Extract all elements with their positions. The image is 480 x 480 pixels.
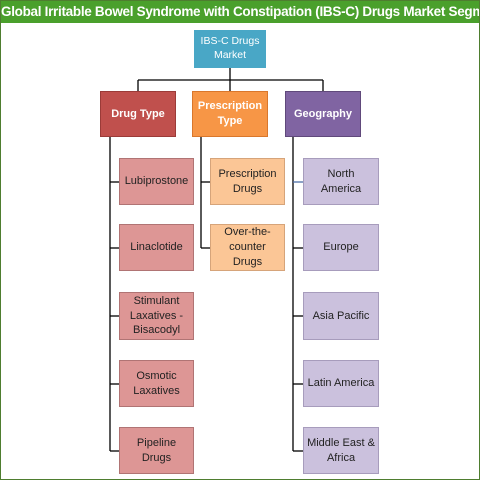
category-geography: Geography xyxy=(285,91,361,137)
root-node-ibs-c-drugs-market: IBS-C Drugs Market xyxy=(194,30,266,68)
drug-type-item: Lubiprostone xyxy=(119,158,194,205)
geography-item: Latin America xyxy=(303,360,379,407)
drug-type-item: Linaclotide xyxy=(119,224,194,271)
category-prescription-type: Prescription Type xyxy=(192,91,268,137)
category-prescription-type-label: Prescription Type xyxy=(197,100,263,127)
geography-item: Europe xyxy=(303,224,379,271)
category-drug-type-label: Drug Type xyxy=(111,107,165,120)
item-line: Over-the-counter xyxy=(224,226,271,254)
drug-type-item: Stimulant Laxatives - Bisacodyl xyxy=(119,292,194,340)
category-drug-type: Drug Type xyxy=(100,91,176,137)
item-line: Latin America xyxy=(307,377,375,390)
item-line: North America xyxy=(320,167,362,195)
item-line: Middle East & xyxy=(307,436,375,449)
root-line-1: IBS-C Drugs xyxy=(200,35,260,48)
item-line: Pipeline Drugs xyxy=(136,436,177,464)
diagram-title: Global Irritable Bowel Syndrome with Con… xyxy=(1,1,479,23)
category-geography-label: Geography xyxy=(293,107,353,120)
item-line: Bisacodyl xyxy=(132,324,181,337)
geography-item: Asia Pacific xyxy=(303,292,379,340)
root-line-2: Market xyxy=(213,49,247,61)
geography-item: Middle East & Africa xyxy=(303,427,379,474)
item-line: Africa xyxy=(326,451,356,464)
prescription-type-item: Prescription Drugs xyxy=(210,158,285,205)
prescription-type-item: Over-the-counter Drugs xyxy=(210,224,285,271)
item-line: Prescription xyxy=(218,167,277,180)
item-line: Europe xyxy=(323,241,359,254)
item-line: Laxatives xyxy=(133,384,180,397)
drug-type-item: Osmotic Laxatives xyxy=(119,360,194,407)
item-line: Linaclotide xyxy=(130,241,183,254)
item-line: Lubiprostone xyxy=(124,175,189,188)
item-line: Stimulant xyxy=(133,294,180,307)
drug-type-item: Pipeline Drugs xyxy=(119,427,194,474)
item-line: Drugs xyxy=(232,182,263,195)
item-line: Drugs xyxy=(232,255,263,268)
item-line: Asia Pacific xyxy=(312,309,370,322)
geography-item: North America xyxy=(303,158,379,205)
item-line: Laxatives - xyxy=(129,309,184,322)
item-line: Osmotic xyxy=(136,369,177,382)
